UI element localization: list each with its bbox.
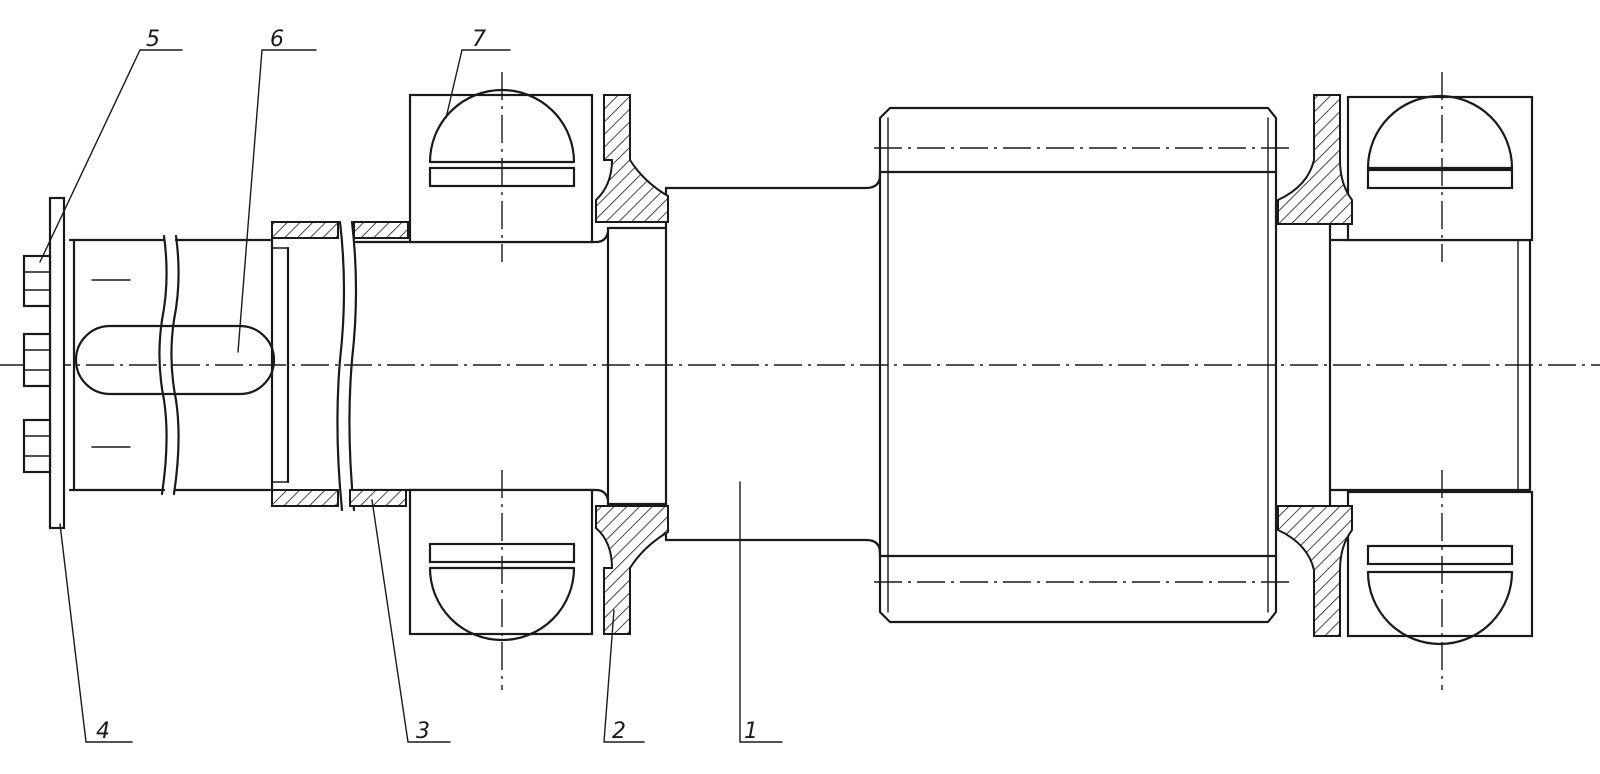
callout-3: 3 (371, 499, 451, 744)
part-7-left-bearing-housing-top (408, 72, 594, 262)
callout-label-2: 2 (612, 719, 626, 744)
callout-label-5: 5 (146, 27, 160, 52)
callout-4: 4 (59, 523, 133, 744)
callout-2: 2 (603, 609, 645, 744)
callout-label-1: 1 (744, 719, 758, 744)
part-7-right-bearing-housing-bottom (1346, 470, 1534, 690)
part-7-left-bearing-housing-bottom (408, 470, 594, 690)
part-2-right-seal-top (1277, 94, 1353, 225)
part-6-key (74, 324, 276, 396)
callout-label-7: 7 (472, 27, 486, 52)
part-7-right-bearing-housing-top (1346, 72, 1534, 262)
callout-label-6: 6 (270, 27, 284, 52)
callout-label-3: 3 (416, 719, 430, 744)
callout-6: 6 (237, 27, 317, 353)
part-3-sleeve (270, 221, 409, 507)
callout-5: 5 (39, 27, 183, 263)
part-2-left-seal-bottom (595, 505, 669, 635)
callout-label-4: 4 (96, 719, 110, 744)
callout-7: 7 (445, 27, 511, 119)
part-2-right-seal-bottom (1277, 505, 1353, 637)
part-4-end-plate (48, 196, 66, 530)
part-5-bolts (22, 254, 52, 474)
part-2-left-seal-top (595, 94, 669, 223)
callout-1: 1 (739, 481, 783, 744)
